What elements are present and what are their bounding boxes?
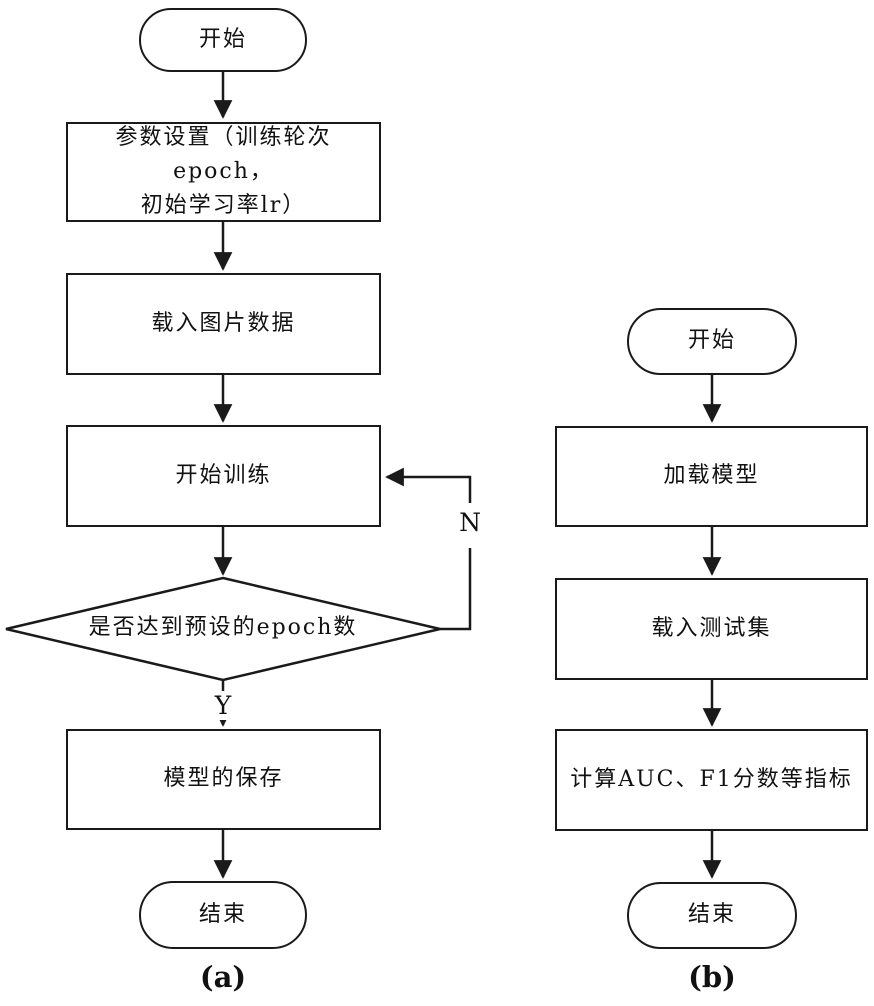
flow-a-set-params-line1: 参数设置（训练轮次epoch，	[115, 124, 332, 184]
flow-a-end-terminal: 结束	[139, 881, 307, 949]
flow-a-end-label: 结束	[198, 901, 247, 927]
arrow-a-no-loop-into-train	[385, 467, 472, 503]
flow-a-no-branch-label: N	[450, 508, 490, 537]
flow-a-decision-label: 是否达到预设的epoch数	[88, 615, 358, 640]
flow-b-start-label: 开始	[687, 328, 736, 354]
caption-a: (a)	[199, 960, 247, 994]
flow-b-load-model-label: 加载模型	[663, 463, 760, 489]
flow-a-set-params-line2: 初始学习率lr）	[140, 193, 307, 219]
flow-a-load-images-step: 载入图片数据	[66, 273, 381, 375]
flow-b-load-testset-label: 载入测试集	[651, 615, 772, 641]
flow-a-start-training-step: 开始训练	[66, 425, 381, 527]
flow-b-compute-metrics-label: 计算AUC、F1分数等指标	[570, 766, 853, 792]
flow-a-save-model-label: 模型的保存	[163, 766, 284, 792]
flow-b-load-testset-step: 载入测试集	[555, 578, 868, 680]
flow-a-load-images-label: 载入图片数据	[151, 310, 296, 336]
flow-a-start-terminal: 开始	[139, 8, 307, 72]
flow-b-compute-metrics-step: 计算AUC、F1分数等指标	[555, 729, 868, 831]
flow-a-start-training-label: 开始训练	[175, 462, 272, 488]
flow-a-start-label: 开始	[198, 26, 247, 52]
caption-b: (b)	[688, 960, 736, 994]
flow-b-load-model-step: 加载模型	[555, 426, 868, 527]
flow-b-start-terminal: 开始	[627, 308, 797, 375]
flow-b-end-terminal: 结束	[627, 882, 797, 949]
flow-b-end-label: 结束	[687, 902, 736, 928]
line-a-no-loop-lower	[440, 548, 472, 631]
flow-a-set-params-step: 参数设置（训练轮次epoch， 初始学习率lr）	[66, 122, 381, 222]
flow-a-save-model-step: 模型的保存	[66, 729, 381, 830]
flow-a-yes-branch-label: Y	[203, 691, 243, 720]
